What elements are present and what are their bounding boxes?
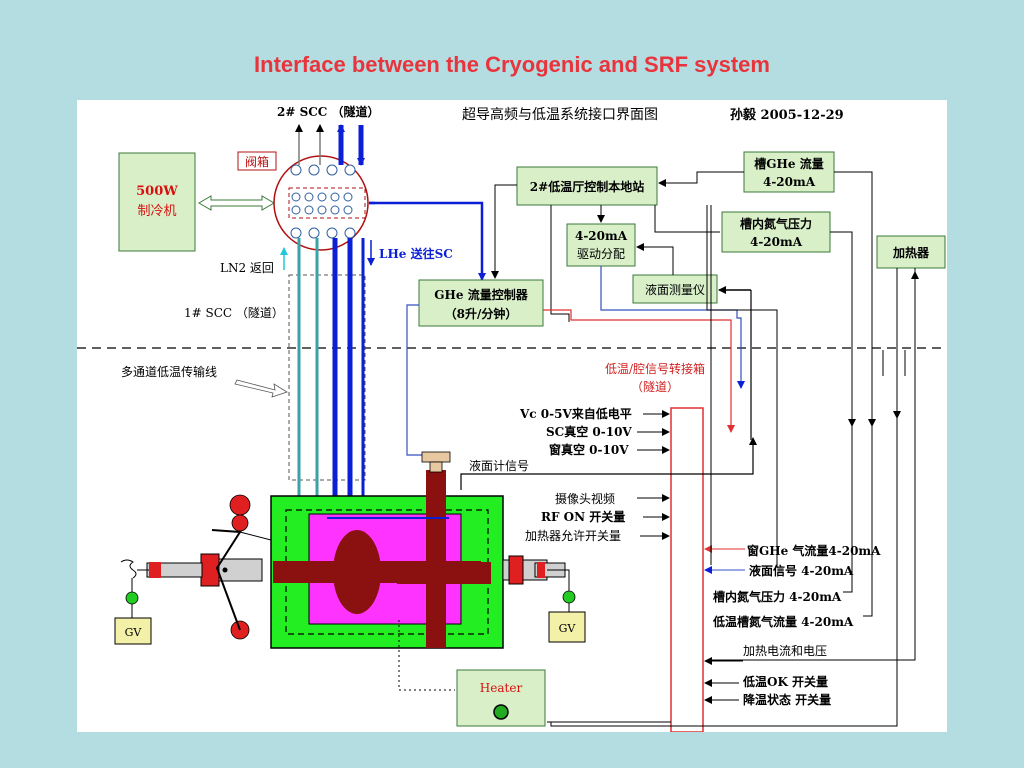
level-signal-label: 液面计信号 [469,458,529,473]
scc2-up-arrows-icon [295,124,365,166]
level-probe-cap [421,451,451,463]
bellows-icon [120,559,137,579]
beam-bellows-left [149,562,161,578]
heater-control-box [876,235,946,269]
tank-n2-flow-label: 低温槽氮气流量 4-20mA [712,614,854,629]
refrigerator-label-name: 制冷机 [137,204,176,219]
level-meter-label: 液面测量仪 [645,282,705,297]
scc1-dashed-region [288,274,366,481]
valve-box-label-frame [237,151,277,171]
station-label: 2#低温厅控制本地站 [530,179,644,194]
sc-vacuum-label: SC真空 0-10V [546,424,632,439]
cryo-srf-interface-diagram: 2# SCC （隧道） 超导高频与低温系统接口界面图 孙毅 2005-12-29… [77,104,947,732]
ghe-flow-controller-box [418,279,544,327]
valve-box-label: 阀箱 [245,154,269,169]
tank-n2-pressure-label: 槽内氮气压力 4-20mA [713,589,842,604]
beam-valve-left [200,553,220,587]
camera-video-label: 摄像头视频 [555,491,615,506]
ghe-flow-box [743,151,835,193]
beam-bellows-right [537,562,545,578]
right-control-lines [550,171,916,727]
diagram-panel: 2# SCC （隧道） 超导高频与低温系统接口界面图 孙毅 2005-12-29… [77,100,947,732]
diagram-header-author: 孙毅 2005-12-29 [730,107,844,123]
coupler-cross [397,562,491,584]
heater-dotted-line [398,620,455,691]
heater-control-label: 加热器 [892,245,930,260]
level-probe-tube [429,461,443,473]
tuner-linkage [211,529,242,631]
lhe-blue-line [369,201,486,281]
scc2-label: 2# SCC （隧道） [277,104,380,119]
junction-box-location: （隧道） [631,379,679,394]
gv-right-valve-icon [562,590,576,604]
scc1-label: 1# SCC （隧道） [184,305,284,320]
cooldown-label: 降温状态 开关量 [743,692,831,707]
n2-pressure-box [721,211,831,253]
station-box [516,166,658,206]
beam-valve-right [508,555,524,585]
n2-pressure-box-label: 槽内氮气压力 [740,216,812,231]
station-to-n2pressure-line [654,205,720,233]
n2-pressure-box-signal: 4-20mA [750,235,803,249]
valve-box [273,155,369,251]
tuner-pivot [222,567,228,573]
ghectrl-red-signal-line [543,309,735,433]
tuner-ball-top-icon [229,494,251,516]
gv-left-box [114,617,152,645]
gv-right-line [547,569,570,592]
tuner-link2 [239,531,272,541]
heater-lamp-icon [493,704,509,720]
valve-box-ports [290,164,356,239]
ln2-return-label: LN2 返回 [220,261,274,275]
gv-right-box [548,611,586,643]
driver-blue-signal-line [600,266,745,389]
ghe-flow-controller-rate: （8升/分钟） [445,306,518,321]
transfer-line-pointer-icon [234,379,288,398]
driver-distribution-label: 驱动分配 [577,247,625,261]
station-to-ghectrl-line [491,184,517,279]
signal-junction-box [670,407,704,732]
ghe-flow-to-station-line [658,171,744,187]
vc-signal-label: Vc 0-5V来自低电平 [519,406,632,421]
ghe-flow-box-signal: 4-20mA [763,175,816,189]
ghectrl-blue-to-cavity-line [406,304,433,456]
cryo-ok-label: 低温OK 开关量 [742,674,828,689]
gv-left-valve-icon [125,591,139,605]
gv-left-label: GV [125,626,143,639]
driver-distribution-box [566,223,636,267]
rf-on-label: RF ON 开关量 [541,509,625,524]
heater-current-label: 加热电流和电压 [743,644,827,658]
window-vacuum-label: 窗真空 0-10V [549,442,629,457]
levelmeter-to-driver-line [636,243,674,275]
window-ghe-flow-label: 窗GHe 气流量4-20mA [747,543,881,558]
level-4-20-label: 液面信号 4-20mA [749,563,854,578]
valve-box-inner-dashed [288,187,366,219]
refrigerator-box [118,152,196,252]
coupler-tower [426,470,446,648]
lhe-to-sc-label: LHe 送往SC [379,246,453,261]
driver-distribution-signal: 4-20mA [575,229,628,243]
cavity-cell [333,530,381,614]
level-signal-line [460,437,757,490]
heater-permit-label: 加热器允许开关量 [525,528,621,543]
heater-unit-label: Heater [480,681,523,695]
gv-right-label: GV [559,622,577,635]
diagram-header-title: 超导高频与低温系统接口界面图 [462,106,658,123]
junction-box-title: 低温/腔信号转接箱 [605,361,705,376]
fridge-valvebox-double-arrow-icon [198,195,275,211]
slide-title: Interface between the Cryogenic and SRF … [254,52,770,77]
ghe-flow-box-label: 槽GHe 流量 [754,156,823,171]
level-meter-box [632,274,718,304]
station-down-line [550,205,570,322]
ghe-flow-controller-label: GHe 流量控制器 [434,287,528,302]
tuner-ball-mid-icon [231,514,249,532]
refrigerator-label-power: 500W [136,184,178,199]
transfer-pipes [297,238,365,520]
transfer-line-label: 多通道低温传输线 [121,364,217,379]
